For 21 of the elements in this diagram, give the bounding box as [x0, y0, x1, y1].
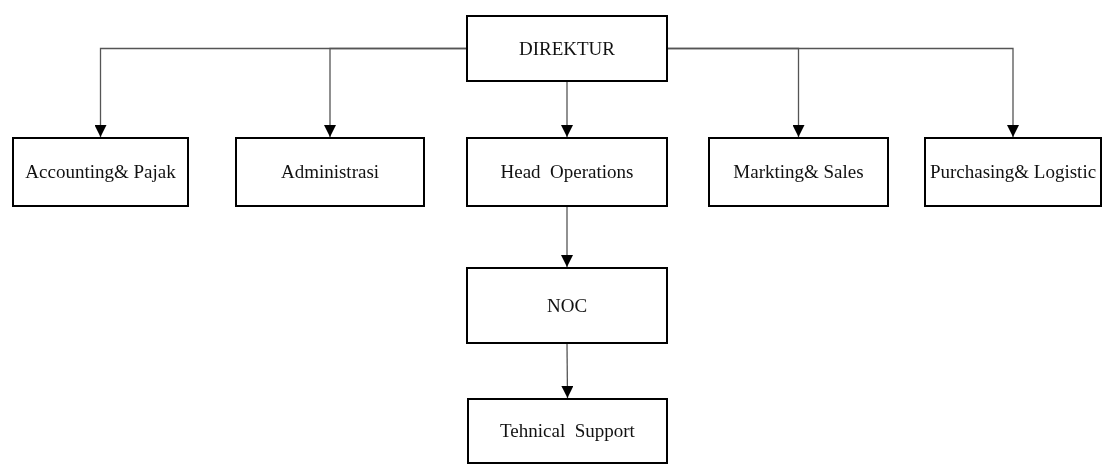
arrow	[324, 47, 467, 138]
box-label: Administrasi	[280, 161, 380, 183]
box-label: NOC	[546, 294, 588, 317]
arrow	[561, 206, 573, 268]
arrow	[561, 81, 573, 138]
box-label: Tehnical Support	[500, 420, 635, 442]
org-box	[708, 137, 889, 207]
box-label: Markting& Sales	[733, 161, 864, 183]
org-box	[924, 137, 1102, 207]
box-label: Head Operations	[500, 161, 634, 183]
arrow	[561, 343, 574, 399]
org-box	[12, 137, 189, 207]
org-box	[467, 398, 668, 464]
box-label: Purchasing& Logistic	[929, 161, 1097, 183]
box-label: Accounting& Pajak	[25, 161, 176, 183]
org-box	[466, 267, 668, 344]
box-label: DIREKTUR	[518, 37, 616, 60]
org-box	[466, 137, 668, 207]
arrow	[667, 47, 1019, 138]
org-box	[466, 15, 668, 82]
org-box	[235, 137, 425, 207]
